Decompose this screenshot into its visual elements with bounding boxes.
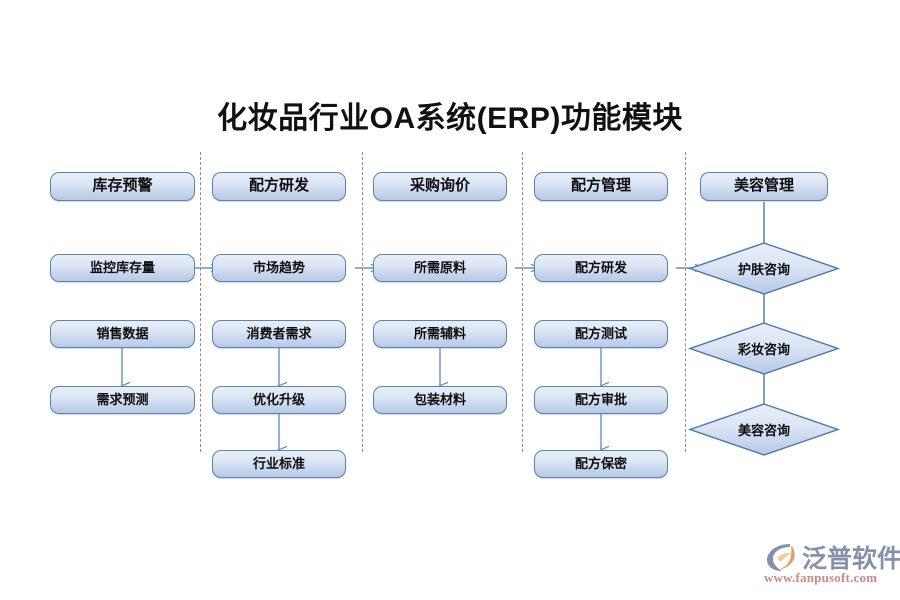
- diamond-beauty-consult[interactable]: [687, 403, 841, 456]
- column-header-formula-rd[interactable]: 配方研发: [212, 172, 346, 201]
- node-consumer-demand[interactable]: 消费者需求: [212, 320, 346, 348]
- node-formula-rd[interactable]: 配方研发: [534, 254, 668, 282]
- column-separator-3: [522, 152, 523, 452]
- diamond-label-skincare-consult: 护肤咨询: [737, 262, 790, 277]
- column-separator-2: [362, 152, 363, 452]
- node-required-auxiliary-materials[interactable]: 所需辅料: [373, 320, 507, 348]
- diamond-label-makeup-wrap: 彩妆咨询: [690, 323, 838, 374]
- node-optimize-upgrade[interactable]: 优化升级: [212, 386, 346, 414]
- node-formula-approval[interactable]: 配方审批: [534, 386, 668, 414]
- node-market-trend[interactable]: 市场趋势: [212, 254, 346, 282]
- brand-logo: 泛普软件 www.fanpusoft.com: [762, 537, 900, 593]
- node-demand-forecast[interactable]: 需求预测: [50, 386, 195, 414]
- node-required-raw-materials[interactable]: 所需原料: [373, 254, 507, 282]
- diamond-label-skincare-wrap: 护肤咨询: [690, 243, 838, 294]
- node-packaging-materials[interactable]: 包装材料: [373, 386, 507, 414]
- logo-brand-name: 泛普软件: [802, 545, 900, 573]
- column-header-inventory-alert[interactable]: 库存预警: [50, 172, 195, 201]
- fanpu-logo-icon: [767, 544, 795, 571]
- diamond-label-beauty-consult: 美容咨询: [737, 423, 790, 438]
- node-sales-data[interactable]: 销售数据: [50, 320, 195, 348]
- diamond-label-makeup-consult: 彩妆咨询: [737, 342, 790, 357]
- page-title: 化妆品行业OA系统(ERP)功能模块: [217, 102, 683, 135]
- column-separator-1: [200, 152, 201, 452]
- column-header-beauty-management[interactable]: 美容管理: [700, 172, 828, 201]
- diamond-makeup-consult[interactable]: [687, 322, 841, 375]
- column-separator-4: [685, 152, 686, 452]
- logo-website-url: www.fanpusoft.com: [764, 570, 878, 585]
- node-monitor-inventory[interactable]: 监控库存量: [50, 254, 195, 282]
- node-formula-confidentiality[interactable]: 配方保密: [534, 450, 668, 478]
- node-formula-test[interactable]: 配方测试: [534, 320, 668, 348]
- node-industry-standard[interactable]: 行业标准: [212, 450, 346, 478]
- column-header-purchase-inquiry[interactable]: 采购询价: [373, 172, 507, 201]
- diamond-label-beauty-wrap: 美容咨询: [690, 404, 838, 455]
- diamond-skincare-consult[interactable]: [687, 242, 841, 295]
- column-header-formula-management[interactable]: 配方管理: [534, 172, 668, 201]
